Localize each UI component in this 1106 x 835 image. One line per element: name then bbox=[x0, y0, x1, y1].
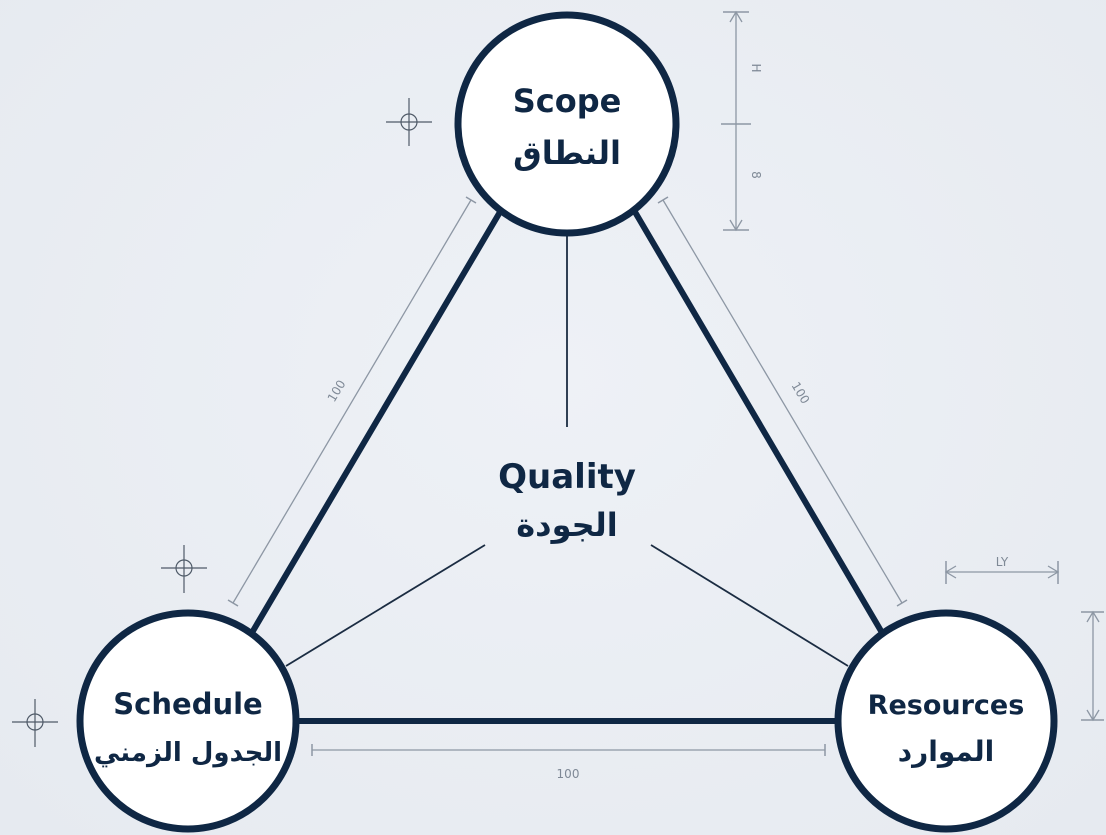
node-scope: Scope النطاق bbox=[454, 11, 680, 237]
dimension-bottom-label: 100 bbox=[557, 767, 580, 781]
node-scope-label-ar: النطاق bbox=[513, 134, 621, 172]
crosshair-scope bbox=[386, 98, 432, 146]
dimension-scope-height-top: H bbox=[749, 63, 763, 72]
node-resources-label-ar: الموارد bbox=[898, 735, 995, 768]
node-schedule: Schedule الجدول الزمني bbox=[76, 609, 300, 833]
dimension-scope-height-bottom: 8 bbox=[749, 171, 763, 179]
dimension-left-label: 100 bbox=[325, 378, 349, 405]
node-schedule-label-en: Schedule bbox=[113, 687, 262, 721]
dimension-right-edge: 100 bbox=[657, 196, 908, 607]
dimension-resources-height bbox=[1081, 610, 1104, 722]
dimension-scope-height: H 8 bbox=[721, 10, 763, 232]
node-schedule-label-ar: الجدول الزمني bbox=[94, 738, 282, 768]
node-resources: Resources الموارد bbox=[834, 609, 1058, 833]
node-quality: Quality الجودة bbox=[498, 457, 636, 544]
node-resources-label-en: Resources bbox=[868, 690, 1025, 721]
node-resources-circle bbox=[834, 609, 1058, 833]
node-scope-label-en: Scope bbox=[513, 82, 622, 120]
spoke-schedule-quality bbox=[285, 544, 486, 667]
edge-scope-resources bbox=[632, 209, 887, 639]
dimension-resources-width-label: LY bbox=[996, 555, 1009, 569]
crosshair-schedule-upper bbox=[161, 545, 207, 593]
dimension-resources-width: LY bbox=[944, 555, 1060, 584]
node-quality-label-ar: الجودة bbox=[516, 506, 617, 544]
spoke-resources-quality bbox=[650, 544, 849, 667]
dimension-bottom-edge: 100 bbox=[311, 744, 826, 781]
crosshair-schedule-left bbox=[12, 699, 58, 747]
edge-scope-schedule bbox=[247, 209, 503, 639]
node-schedule-circle bbox=[76, 609, 300, 833]
node-quality-label-en: Quality bbox=[498, 457, 636, 497]
node-scope-circle bbox=[454, 11, 680, 237]
dimension-right-label: 100 bbox=[789, 380, 813, 407]
dimension-left-edge: 100 bbox=[227, 196, 477, 607]
